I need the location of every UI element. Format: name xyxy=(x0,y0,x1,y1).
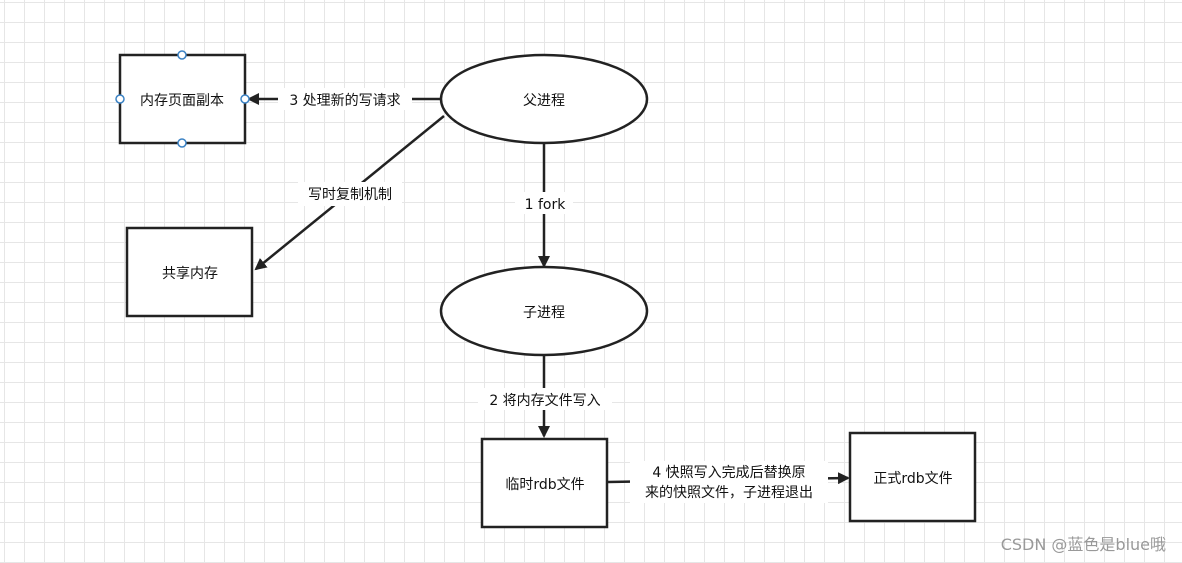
edge-label-replace-line2: 来的快照文件，子进程退出 xyxy=(645,485,813,501)
edge-label-write-memory: 2 将内存文件写入 xyxy=(489,393,600,409)
node-child-process[interactable]: 子进程 xyxy=(439,265,649,357)
watermark: CSDN @蓝色是blue哦 xyxy=(1000,535,1166,554)
edge-label-fork: 1 fork xyxy=(525,197,567,213)
node-shared-memory[interactable]: 共享内存 xyxy=(125,226,254,318)
edge-replace-snapshot: 4 快照写入完成后替换原 来的快照文件，子进程退出 xyxy=(607,461,850,503)
node-label-child: 子进程 xyxy=(523,305,565,321)
edge-label-copy-on-write: 写时复制机制 xyxy=(308,186,392,203)
edge-fork: 1 fork xyxy=(515,143,573,268)
edge-write-memory: 2 将内存文件写入 xyxy=(478,355,612,438)
node-parent-process[interactable]: 父进程 xyxy=(439,53,649,145)
node-label-final-rdb: 正式rdb文件 xyxy=(873,471,952,487)
node-page-copy[interactable]: 内存页面副本 xyxy=(115,50,250,148)
resize-handle-right[interactable] xyxy=(240,94,250,104)
node-final-rdb[interactable]: 正式rdb文件 xyxy=(848,431,977,523)
node-temp-rdb[interactable]: 临时rdb文件 xyxy=(480,437,609,529)
node-label-page-copy: 内存页面副本 xyxy=(140,93,224,109)
node-label-temp-rdb: 临时rdb文件 xyxy=(505,477,584,493)
edge-copy-on-write: 写时复制机制 xyxy=(254,115,445,271)
resize-handle-bottom[interactable] xyxy=(177,138,187,148)
edge-handle-writes: 3 处理新的写请求 xyxy=(247,88,442,110)
edge-label-handle-writes: 3 处理新的写请求 xyxy=(289,93,400,109)
resize-handle-top[interactable] xyxy=(177,50,187,60)
node-label-shared-memory: 共享内存 xyxy=(162,265,218,282)
node-label-parent: 父进程 xyxy=(523,93,565,109)
resize-handle-left[interactable] xyxy=(115,94,125,104)
edge-label-replace-line1: 4 快照写入完成后替换原 xyxy=(652,464,805,481)
